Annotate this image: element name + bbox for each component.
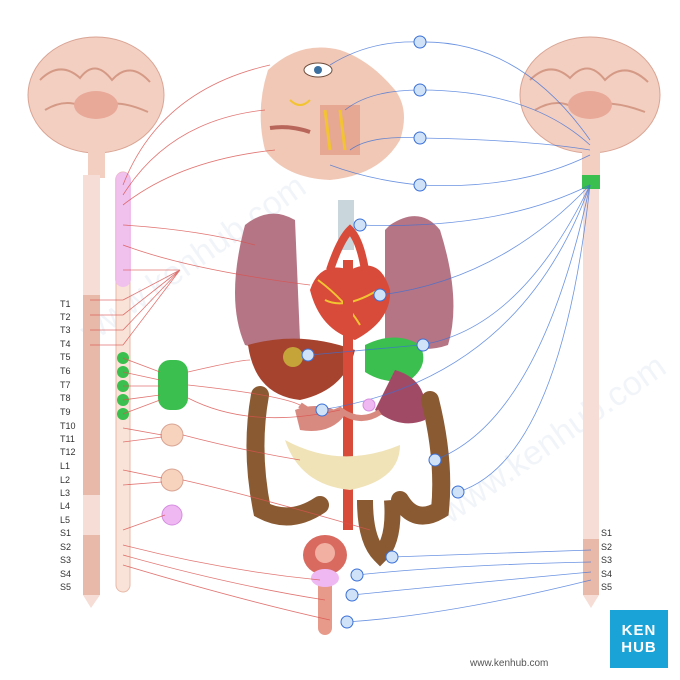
- right-spinal-cord-sacral: [583, 539, 599, 595]
- segment-label-s1: S1: [60, 528, 72, 538]
- segment-label-t1: T1: [60, 299, 71, 309]
- right-spinal-cord: [583, 189, 599, 539]
- segment-label-s4: S4: [60, 569, 72, 579]
- segment-label-t8: T8: [60, 393, 71, 403]
- segment-label-right-s4: S4: [601, 569, 613, 579]
- cervical-ganglia: [115, 172, 131, 287]
- segment-label-l4: L4: [60, 501, 71, 511]
- segment-label-t6: T6: [60, 366, 71, 376]
- sympathetic-pathways: [90, 64, 371, 621]
- segment-label-s2: S2: [60, 542, 72, 552]
- segment-label-s3: S3: [60, 555, 72, 565]
- aorta: [343, 260, 353, 530]
- segment-label-s5: S5: [60, 582, 72, 592]
- segment-label-t9: T9: [60, 407, 71, 417]
- segment-label-right-s3: S3: [601, 555, 613, 565]
- mesentery: [285, 440, 400, 490]
- segment-label-right-s5: S5: [601, 582, 613, 592]
- credit-text: www.kenhub.com: [470, 658, 549, 669]
- prostate: [311, 569, 339, 587]
- segment-label-l2: L2: [60, 475, 71, 485]
- superior-mesenteric-ganglion: [160, 423, 184, 447]
- segment-label-t5: T5: [60, 352, 71, 362]
- left-lung: [385, 216, 454, 349]
- segment-label-t2: T2: [60, 312, 71, 322]
- left-brain: [27, 36, 165, 178]
- pelvic-ganglion: [161, 504, 183, 526]
- gallbladder: [283, 347, 303, 367]
- segment-label-right-s2: S2: [601, 542, 613, 552]
- segment-label-t11: T11: [60, 434, 75, 444]
- left-spinal-cord-lower: [83, 495, 100, 535]
- segment-label-t3: T3: [60, 325, 71, 335]
- head-organs: [260, 47, 404, 180]
- inferior-mesenteric-ganglion: [160, 468, 184, 492]
- segment-label-right-s1: S1: [601, 528, 613, 538]
- rectum: [357, 499, 401, 567]
- logo-line-2: HUB: [621, 639, 657, 656]
- right-brain: [519, 36, 661, 154]
- adrenal-ganglion: [362, 398, 376, 412]
- logo-line-1: KEN: [621, 622, 657, 639]
- large-intestine: [246, 386, 451, 526]
- spleen: [375, 370, 426, 424]
- liver: [248, 338, 355, 400]
- brainstem-parasympathetic-nuclei: [582, 175, 600, 189]
- segment-label-l5: L5: [60, 515, 71, 525]
- parasympathetic-ganglia: [301, 35, 465, 629]
- segment-label-t4: T4: [60, 339, 71, 349]
- left-spinal-cord-thoracolumbar: [83, 295, 100, 495]
- kenhub-logo[interactable]: KEN HUB: [610, 610, 668, 668]
- segment-label-l1: L1: [60, 461, 71, 471]
- left-spinal-cord-upper: [83, 175, 100, 295]
- segment-label-t10: T10: [60, 421, 76, 431]
- right-lung: [235, 213, 300, 349]
- left-spinal-cord-sacral: [83, 535, 100, 595]
- segment-label-t12: T12: [60, 447, 76, 457]
- segment-label-l3: L3: [60, 488, 71, 498]
- celiac-ganglion: [158, 360, 188, 410]
- segment-label-t7: T7: [60, 380, 71, 390]
